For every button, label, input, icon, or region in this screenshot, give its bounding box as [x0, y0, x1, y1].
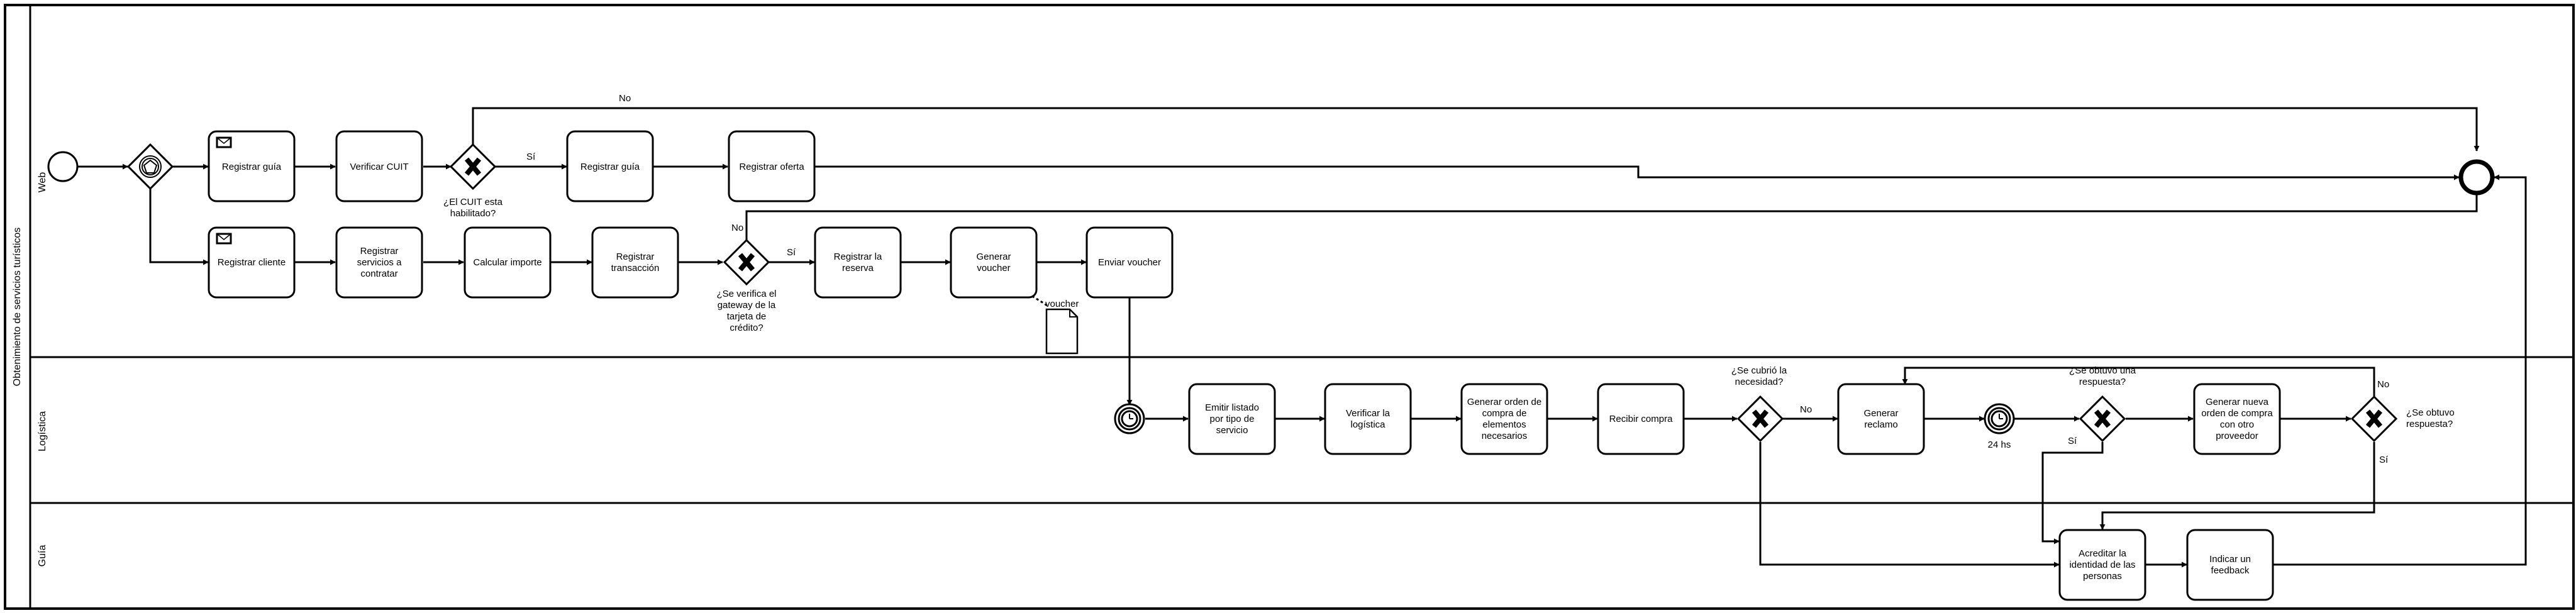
intermediate-timer-event[interactable]	[1114, 403, 1145, 434]
lane-label-web: Web	[37, 172, 48, 193]
voucher-doc-label: voucher	[1045, 299, 1079, 309]
task-label: Enviar voucher	[1098, 257, 1161, 268]
task-enviar-voucher[interactable]: Enviar voucher	[1085, 226, 1174, 299]
gateway-cuit[interactable]	[449, 143, 497, 191]
task-registrar-oferta[interactable]: Registrar oferta	[728, 130, 816, 202]
flow-si-respuesta-to-acreditar	[2041, 442, 2104, 544]
gateway-necesidad[interactable]	[1736, 395, 1784, 443]
data-object-voucher[interactable]	[1045, 308, 1079, 355]
flow-no-to-end	[472, 107, 2480, 152]
event-based-gateway[interactable]	[126, 143, 174, 191]
label-si-cuit: Sí	[526, 152, 536, 162]
flow-oferta-to-end	[815, 165, 2460, 180]
start-event[interactable]	[47, 151, 79, 182]
label-si-tarjeta: Sí	[787, 247, 796, 258]
flow-no-respuesta-to-reclamo	[1902, 367, 2375, 396]
task-verificar-cuit[interactable]: Verificar CUIT	[335, 130, 423, 202]
task-registrar-guia[interactable]: Registrar guía	[208, 130, 296, 202]
label-no-respuesta-2: No	[2377, 379, 2389, 390]
gateway-respuesta-1[interactable]	[2079, 395, 2126, 443]
task-registrar-cliente[interactable]: Registrar cliente	[208, 226, 296, 299]
pentagon-icon	[143, 159, 158, 174]
flow-feedback-to-end	[2273, 174, 2527, 566]
task-label: Recibir compra	[1609, 414, 1674, 424]
flow-gateway-to-registrar-cliente	[149, 187, 209, 265]
task-calcular-importe[interactable]: Calcular importe	[464, 226, 552, 299]
task-label: Calcular importe	[473, 257, 541, 268]
task-registrar-guia-2[interactable]: Registrar guía	[566, 130, 654, 202]
gateway-respuesta-2[interactable]	[2350, 395, 2398, 443]
label-si-respuesta-2: Sí	[2379, 455, 2389, 465]
task-label: Registrar cliente	[218, 257, 286, 268]
lane-label-logistica: Logística	[37, 411, 48, 451]
task-recibir-compra[interactable]: Recibir compra	[1597, 383, 1685, 455]
task-label: Registrar oferta	[739, 162, 804, 172]
flow-no-tarjeta-to-end	[745, 182, 2480, 241]
label-no-tarjeta: No	[731, 223, 743, 233]
label-si-respuesta-1: Sí	[2068, 436, 2077, 446]
task-label: Registrar guía	[222, 162, 282, 172]
timer-event-24hs[interactable]	[1984, 403, 2015, 434]
lane-label-guia: Guía	[37, 545, 48, 567]
task-label: Verificar CUIT	[350, 162, 408, 172]
flow-si-to-acreditar	[1759, 442, 2060, 568]
sequence-flows	[77, 107, 2527, 568]
data-association-voucher	[1031, 295, 1050, 308]
pool-frame	[4, 4, 2575, 610]
end-event[interactable]	[2458, 159, 2495, 196]
flow-si-respuesta-2-to-acreditar	[2099, 442, 2375, 530]
pool-label: Obtenimiento de servicios turísticos	[12, 228, 23, 387]
label-no-necesidad: No	[1800, 404, 1812, 415]
gateway-tarjeta[interactable]	[723, 238, 770, 286]
task-label: Registrar guía	[580, 162, 640, 172]
timer-label: 24 hs	[1988, 439, 2011, 450]
label-no-cuit: No	[619, 93, 631, 104]
